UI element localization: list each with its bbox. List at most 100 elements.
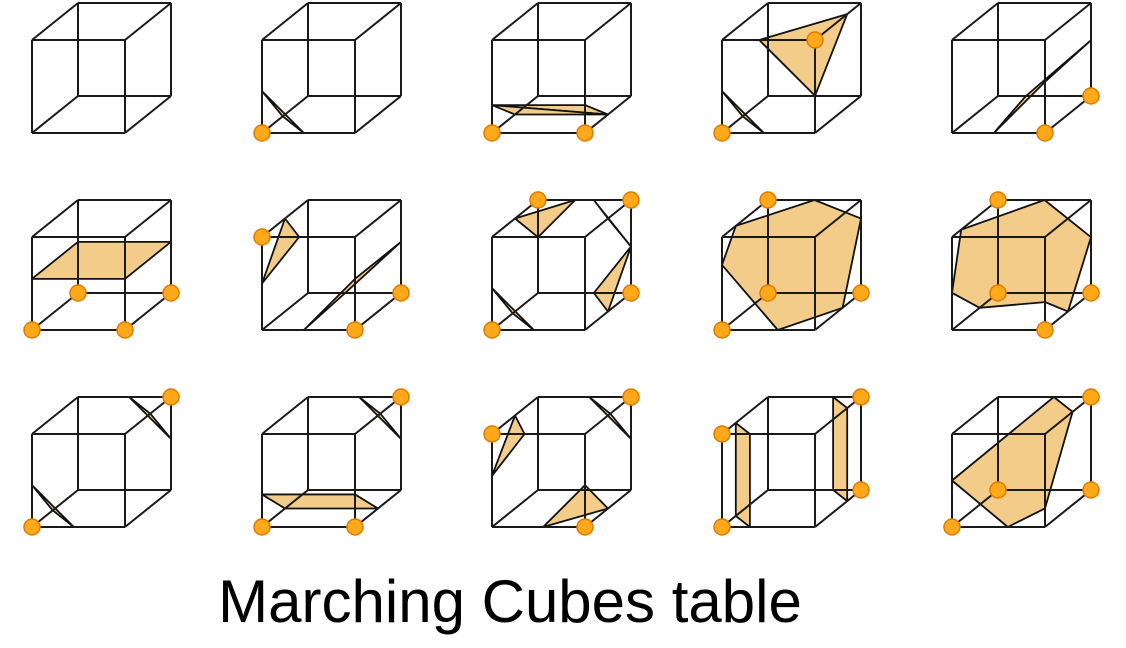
wireframe-cube-icon (354, 489, 402, 528)
active-vertex-dot (253, 124, 271, 142)
wireframe-cube-icon (584, 489, 632, 528)
wireframe-cube-icon (814, 2, 862, 41)
wireframe-cube-icon (584, 292, 632, 331)
cube-case-6 (253, 199, 410, 339)
wireframe-cube-icon (721, 199, 769, 238)
wireframe-cube-icon (721, 292, 769, 331)
active-vertex-dot (69, 284, 87, 302)
isosurface-triangle (491, 287, 535, 331)
wireframe-cube-icon (491, 489, 539, 528)
wireframe-cube-icon (491, 396, 539, 435)
wireframe-cube-icon (491, 2, 539, 41)
active-vertex-dot (483, 425, 501, 443)
wireframe-cube-icon (951, 95, 999, 134)
wireframe-cube-icon (951, 489, 999, 528)
active-vertex-dot (576, 518, 594, 536)
isosurface-triangle (31, 240, 172, 280)
wireframe-cube-icon (261, 2, 309, 41)
wireframe-cube-icon (491, 199, 539, 238)
wireframe-cube-icon (584, 199, 632, 238)
active-vertex-dot (1082, 284, 1100, 302)
wireframe-cube-icon (951, 199, 999, 238)
isosurface-triangle (592, 199, 632, 248)
wireframe-cube-icon (124, 396, 172, 435)
cube-case-12 (483, 388, 640, 536)
active-vertex-dot (852, 388, 870, 406)
active-vertex-dot (529, 191, 547, 209)
wireframe-cube-icon (124, 489, 172, 528)
wireframe-cube-icon (814, 95, 862, 134)
active-vertex-dot (346, 518, 364, 536)
wireframe-cube-icon (354, 95, 402, 134)
wireframe-cube-icon (491, 95, 539, 134)
cube-case-5 (23, 199, 180, 339)
wireframe-cube-icon (814, 292, 862, 331)
wireframe-cube-icon (31, 489, 79, 528)
wireframe-cube-icon (951, 292, 999, 331)
wireframe-cube-icon (124, 199, 172, 238)
active-vertex-dot (713, 124, 731, 142)
wireframe-cube-icon (1044, 199, 1092, 238)
wireframe-cube-icon (584, 396, 632, 435)
wireframe-cube-icon (491, 292, 539, 331)
isosurface-triangle (758, 13, 849, 97)
wireframe-cube-icon (124, 95, 172, 134)
isosurface-triangle (491, 104, 609, 116)
cube-case-2 (483, 2, 632, 142)
isosurface-triangle (358, 396, 402, 440)
wireframe-cube-icon (721, 396, 769, 435)
wireframe-cube-icon (814, 199, 862, 238)
wireframe-cube-icon (124, 2, 172, 41)
wireframe-cube-icon (1044, 292, 1092, 331)
active-vertex-dot (576, 124, 594, 142)
wireframe-cube-icon (31, 2, 79, 41)
isosurface-triangle (261, 90, 305, 134)
cube-case-11 (253, 388, 410, 536)
wireframe-cube-icon (1044, 489, 1092, 528)
wireframe-cube-icon (261, 396, 309, 435)
wireframe-cube-icon (354, 396, 402, 435)
cube-case-9 (951, 191, 1100, 339)
wireframe-cube-icon (31, 396, 79, 435)
cube-case-7 (483, 191, 640, 339)
active-vertex-dot (116, 321, 134, 339)
wireframe-cube-icon (354, 2, 402, 41)
wireframe-cube-icon (1044, 95, 1092, 134)
wireframe-cube-icon (354, 199, 402, 238)
wireframe-cube-icon (584, 2, 632, 41)
active-vertex-dot (622, 388, 640, 406)
wireframe-cube-icon (31, 292, 79, 331)
active-vertex-dot (759, 284, 777, 302)
isosurface-triangle (491, 414, 526, 477)
cube-case-14 (943, 388, 1100, 536)
active-vertex-dot (852, 284, 870, 302)
cube-case-13 (713, 388, 870, 536)
marching-cubes-cases-figure (23, 2, 1100, 536)
active-vertex-dot (23, 518, 41, 536)
wireframe-cube-icon (31, 199, 79, 238)
isosurface-triangle (721, 90, 765, 134)
active-vertex-dot (483, 321, 501, 339)
active-vertex-dot (392, 284, 410, 302)
active-vertex-dot (1082, 87, 1100, 105)
cube-case-8 (713, 191, 870, 339)
wireframe-cube-icon (721, 2, 769, 41)
active-vertex-dot (713, 321, 731, 339)
wireframe-cube-icon (814, 489, 862, 528)
cube-case-3 (713, 2, 862, 142)
isosurface-triangle (514, 199, 577, 239)
active-vertex-dot (1082, 388, 1100, 406)
wireframe-cube-icon (354, 292, 402, 331)
active-vertex-dot (1082, 481, 1100, 499)
active-vertex-dot (989, 284, 1007, 302)
wireframe-cube-icon (1044, 2, 1092, 41)
wireframe-cube-icon (261, 199, 309, 238)
wireframe-cube-icon (261, 95, 309, 134)
active-vertex-dot (943, 518, 961, 536)
active-vertex-dot (989, 481, 1007, 499)
wireframe-cube-icon (814, 396, 862, 435)
active-vertex-dot (253, 228, 271, 246)
active-vertex-dot (989, 191, 1007, 209)
wireframe-cube-icon (951, 2, 999, 41)
isosurface-triangle (31, 484, 75, 528)
